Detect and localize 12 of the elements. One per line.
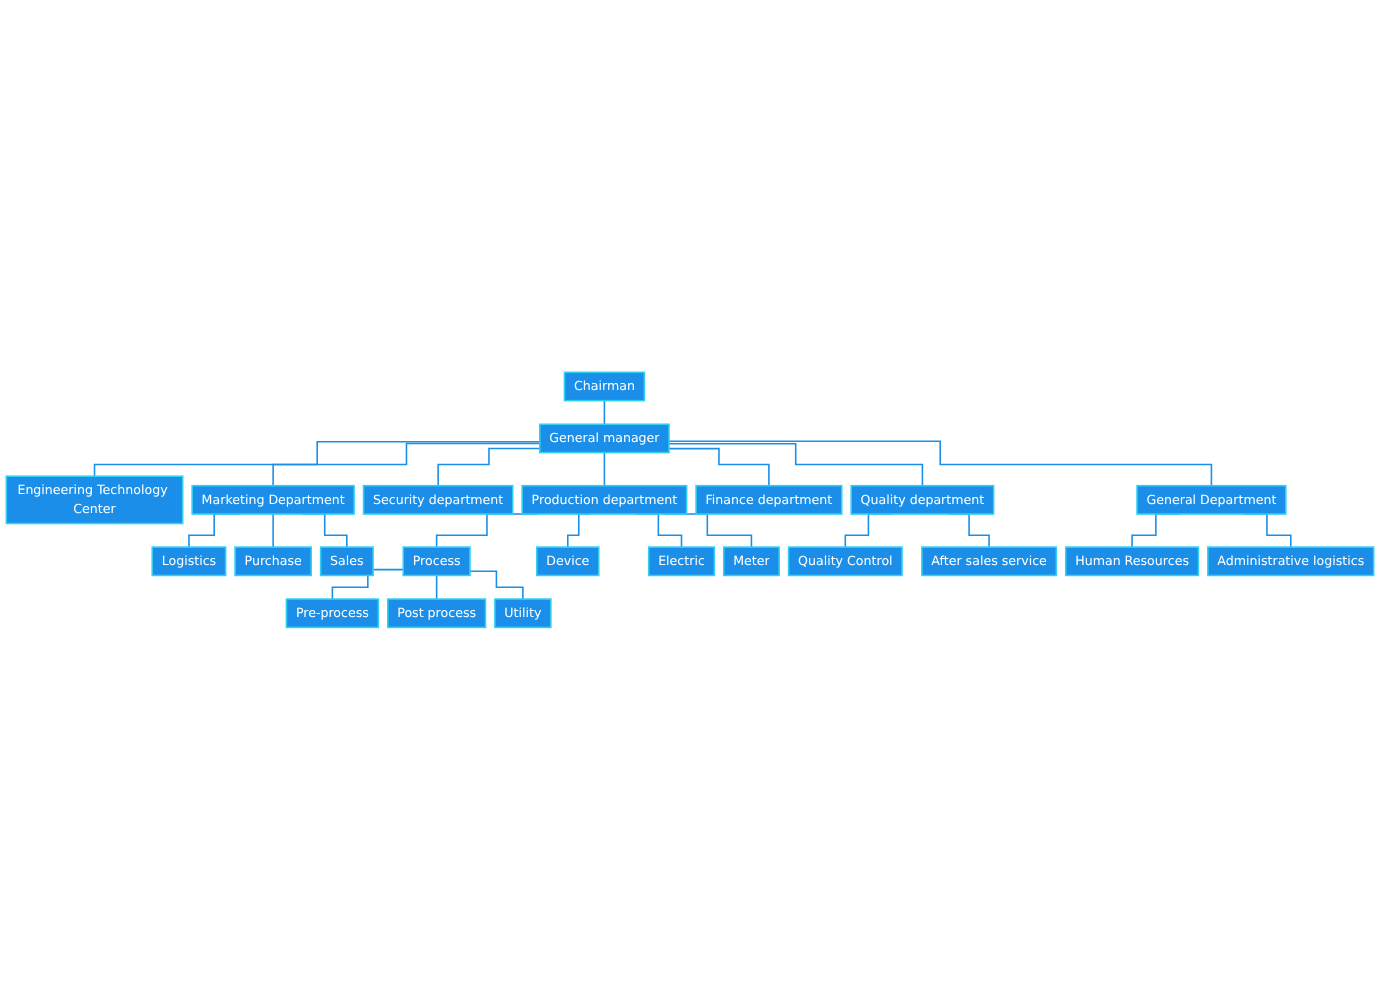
connector [435,574,438,600]
connector [437,447,541,487]
connector [603,451,606,487]
connector [668,443,924,487]
connector [668,448,770,487]
connector [272,442,541,487]
connector [272,513,274,548]
connector [469,570,524,600]
connector [603,400,606,426]
connector [93,441,541,478]
connector [668,440,1213,487]
connector [331,568,405,600]
